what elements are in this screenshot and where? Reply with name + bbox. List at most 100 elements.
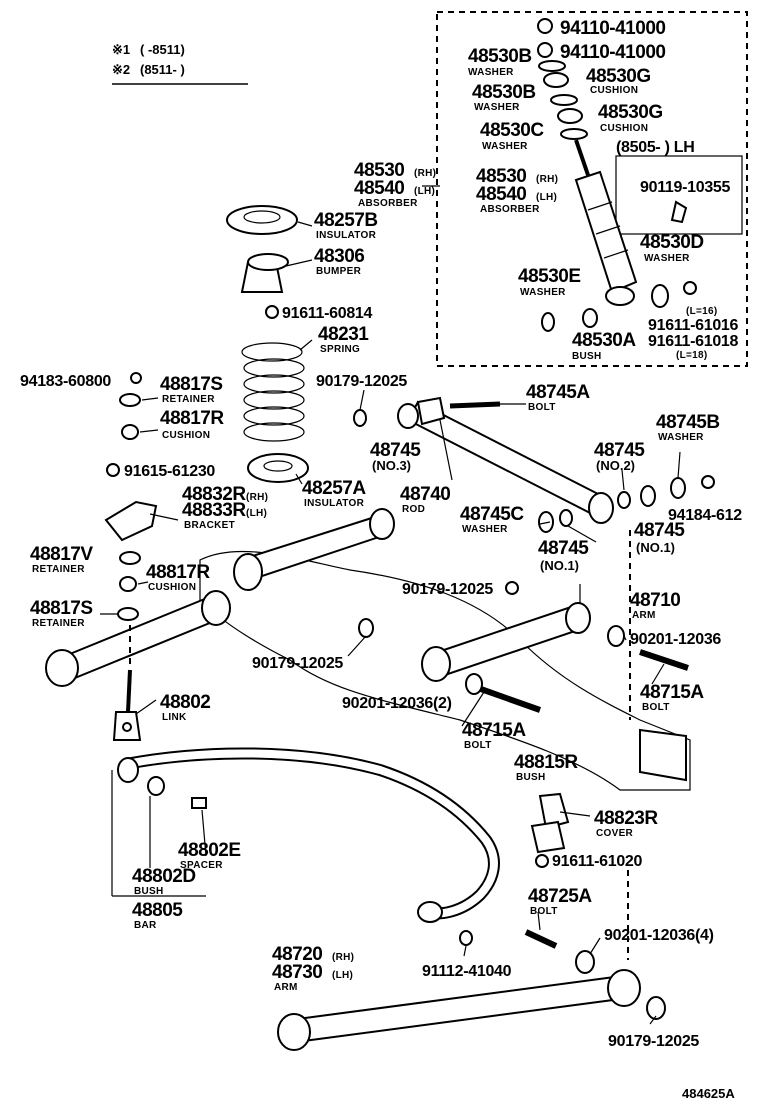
label-91112: 91112-41040 — [422, 963, 512, 980]
axle-housing-outline — [199, 550, 691, 791]
label-48530G-a-name: CUSHION — [590, 85, 638, 96]
washer-icon — [541, 312, 555, 332]
nut-icon — [505, 581, 519, 595]
label-48715A-b: 48715A — [462, 720, 526, 741]
label-48805: 48805 — [132, 900, 183, 921]
label-48306-name: BUMPER — [316, 266, 362, 277]
label-48530B-a-name: WASHER — [468, 67, 514, 78]
label-48257B-name: INSULATOR — [316, 230, 377, 241]
label-48817R-top-name: CUSHION — [162, 430, 210, 441]
label-94110-a: 94110-41000 — [560, 18, 665, 39]
retainer-icon — [117, 607, 139, 621]
spacer-icon — [191, 797, 207, 809]
label-48530G-b: 48530G — [598, 102, 663, 123]
label-48730-sfx: (LH) — [332, 970, 353, 981]
nut-icon — [537, 42, 553, 58]
nut-icon — [537, 18, 553, 34]
label-48817S-top: 48817S — [160, 374, 223, 395]
label-48530G-a: 48530G — [586, 66, 651, 87]
label-48530A-name: BUSH — [572, 351, 602, 362]
label-48540-inset: 48540 — [476, 184, 526, 205]
nut-icon — [683, 281, 697, 295]
label-91611-61018: 91611-61018 — [648, 333, 739, 350]
label-48710: 48710 — [630, 590, 680, 611]
label-48720: 48720 — [272, 944, 322, 965]
label-90179-a: 90179-12025 — [316, 373, 407, 390]
nut-icon — [265, 305, 279, 319]
label-48530G-b-name: CUSHION — [600, 123, 648, 134]
legend: ※1 ( -8511) ※2 (8511- ) — [112, 42, 248, 85]
label-48306: 48306 — [314, 246, 364, 267]
label-48802E: 48802E — [178, 840, 241, 861]
label-48530-inset: 48530 — [476, 166, 526, 187]
label-48817R-mid: 48817R — [146, 562, 210, 583]
label-48833R-sfx: (LH) — [246, 508, 267, 519]
axle-bracket-icon — [639, 728, 687, 782]
label-48817R-top: 48817R — [160, 408, 224, 429]
label-48745-no1b-note: (NO.1) — [636, 540, 675, 555]
label-48710-name: ARM — [632, 610, 656, 621]
stabilizer-bar-icon — [124, 747, 500, 920]
label-48740: 48740 — [400, 484, 450, 505]
washer-icon — [670, 477, 686, 499]
retainer-icon — [119, 393, 141, 407]
label-48715A-a-name: BOLT — [642, 702, 670, 713]
bush-icon — [582, 308, 598, 328]
label-48832R: 48832R — [182, 484, 246, 505]
label-48817S-top-name: RETAINER — [162, 394, 215, 405]
label-94110-b: 94110-41000 — [560, 42, 665, 63]
label-48802: 48802 — [160, 692, 210, 713]
bolt-icon — [639, 649, 689, 671]
label-48715A-b-name: BOLT — [464, 740, 492, 751]
coil-spring-icon — [241, 342, 305, 442]
label-48745-no3: 48745 — [370, 440, 421, 461]
label-48802D-name: BUSH — [134, 886, 164, 897]
stabilizer-link-icon — [112, 669, 142, 741]
nut-icon — [130, 372, 142, 384]
nut-icon — [701, 475, 715, 489]
nut-icon — [353, 409, 367, 427]
washer-icon — [465, 673, 483, 695]
label-90201-4: 90201-12036(4) — [604, 927, 714, 944]
label-48745B-name: WASHER — [658, 432, 704, 443]
retainer-icon — [119, 551, 141, 565]
label-48833R: 48833R — [182, 500, 246, 521]
label-48832R-sfx: (RH) — [246, 492, 268, 503]
inset-absorber-assembly — [537, 18, 697, 332]
washer-icon — [607, 625, 625, 647]
label-48530E: 48530E — [518, 266, 581, 287]
label-48817V-name: RETAINER — [32, 564, 85, 575]
washer-icon — [617, 491, 631, 509]
label-91611-61020: 91611-61020 — [552, 853, 643, 870]
legend-mark-1: ※1 — [112, 42, 130, 57]
label-absorber-main-name: ABSORBER — [358, 198, 418, 209]
label-48540-inset-sfx: (LH) — [536, 192, 557, 203]
label-48823R: 48823R — [594, 808, 658, 829]
label-48530C-name: WASHER — [482, 141, 528, 152]
nut-icon — [646, 996, 666, 1020]
bolt-icon — [670, 200, 688, 224]
label-48745A: 48745A — [526, 382, 590, 403]
lower-arm-48720 — [277, 969, 641, 1051]
label-48720-name: ARM — [274, 982, 298, 993]
label-L18-note: (L=18) — [676, 350, 708, 361]
label-48530-main-sfx: (RH) — [414, 168, 436, 179]
label-48817V: 48817V — [30, 544, 93, 565]
label-48257B: 48257B — [314, 210, 378, 231]
label-48530B-b: 48530B — [472, 82, 536, 103]
insulator-upper-icon — [226, 205, 298, 235]
label-90201-2: 90201-12036(2) — [342, 695, 452, 712]
insulator-lower-icon — [247, 453, 309, 483]
label-48257A-name: INSULATOR — [304, 498, 365, 509]
label-48257A: 48257A — [302, 478, 366, 499]
absorber-rod — [574, 139, 590, 176]
label-48730: 48730 — [272, 962, 322, 983]
nut-icon — [358, 618, 374, 638]
label-90201-a: 90201-12036 — [630, 631, 721, 648]
legend-text-2: (8511- ) — [140, 62, 185, 77]
label-48530D: 48530D — [640, 232, 704, 253]
absorber-body-icon — [574, 170, 638, 294]
label-48740-name: ROD — [402, 504, 425, 515]
label-48815R: 48815R — [514, 752, 578, 773]
